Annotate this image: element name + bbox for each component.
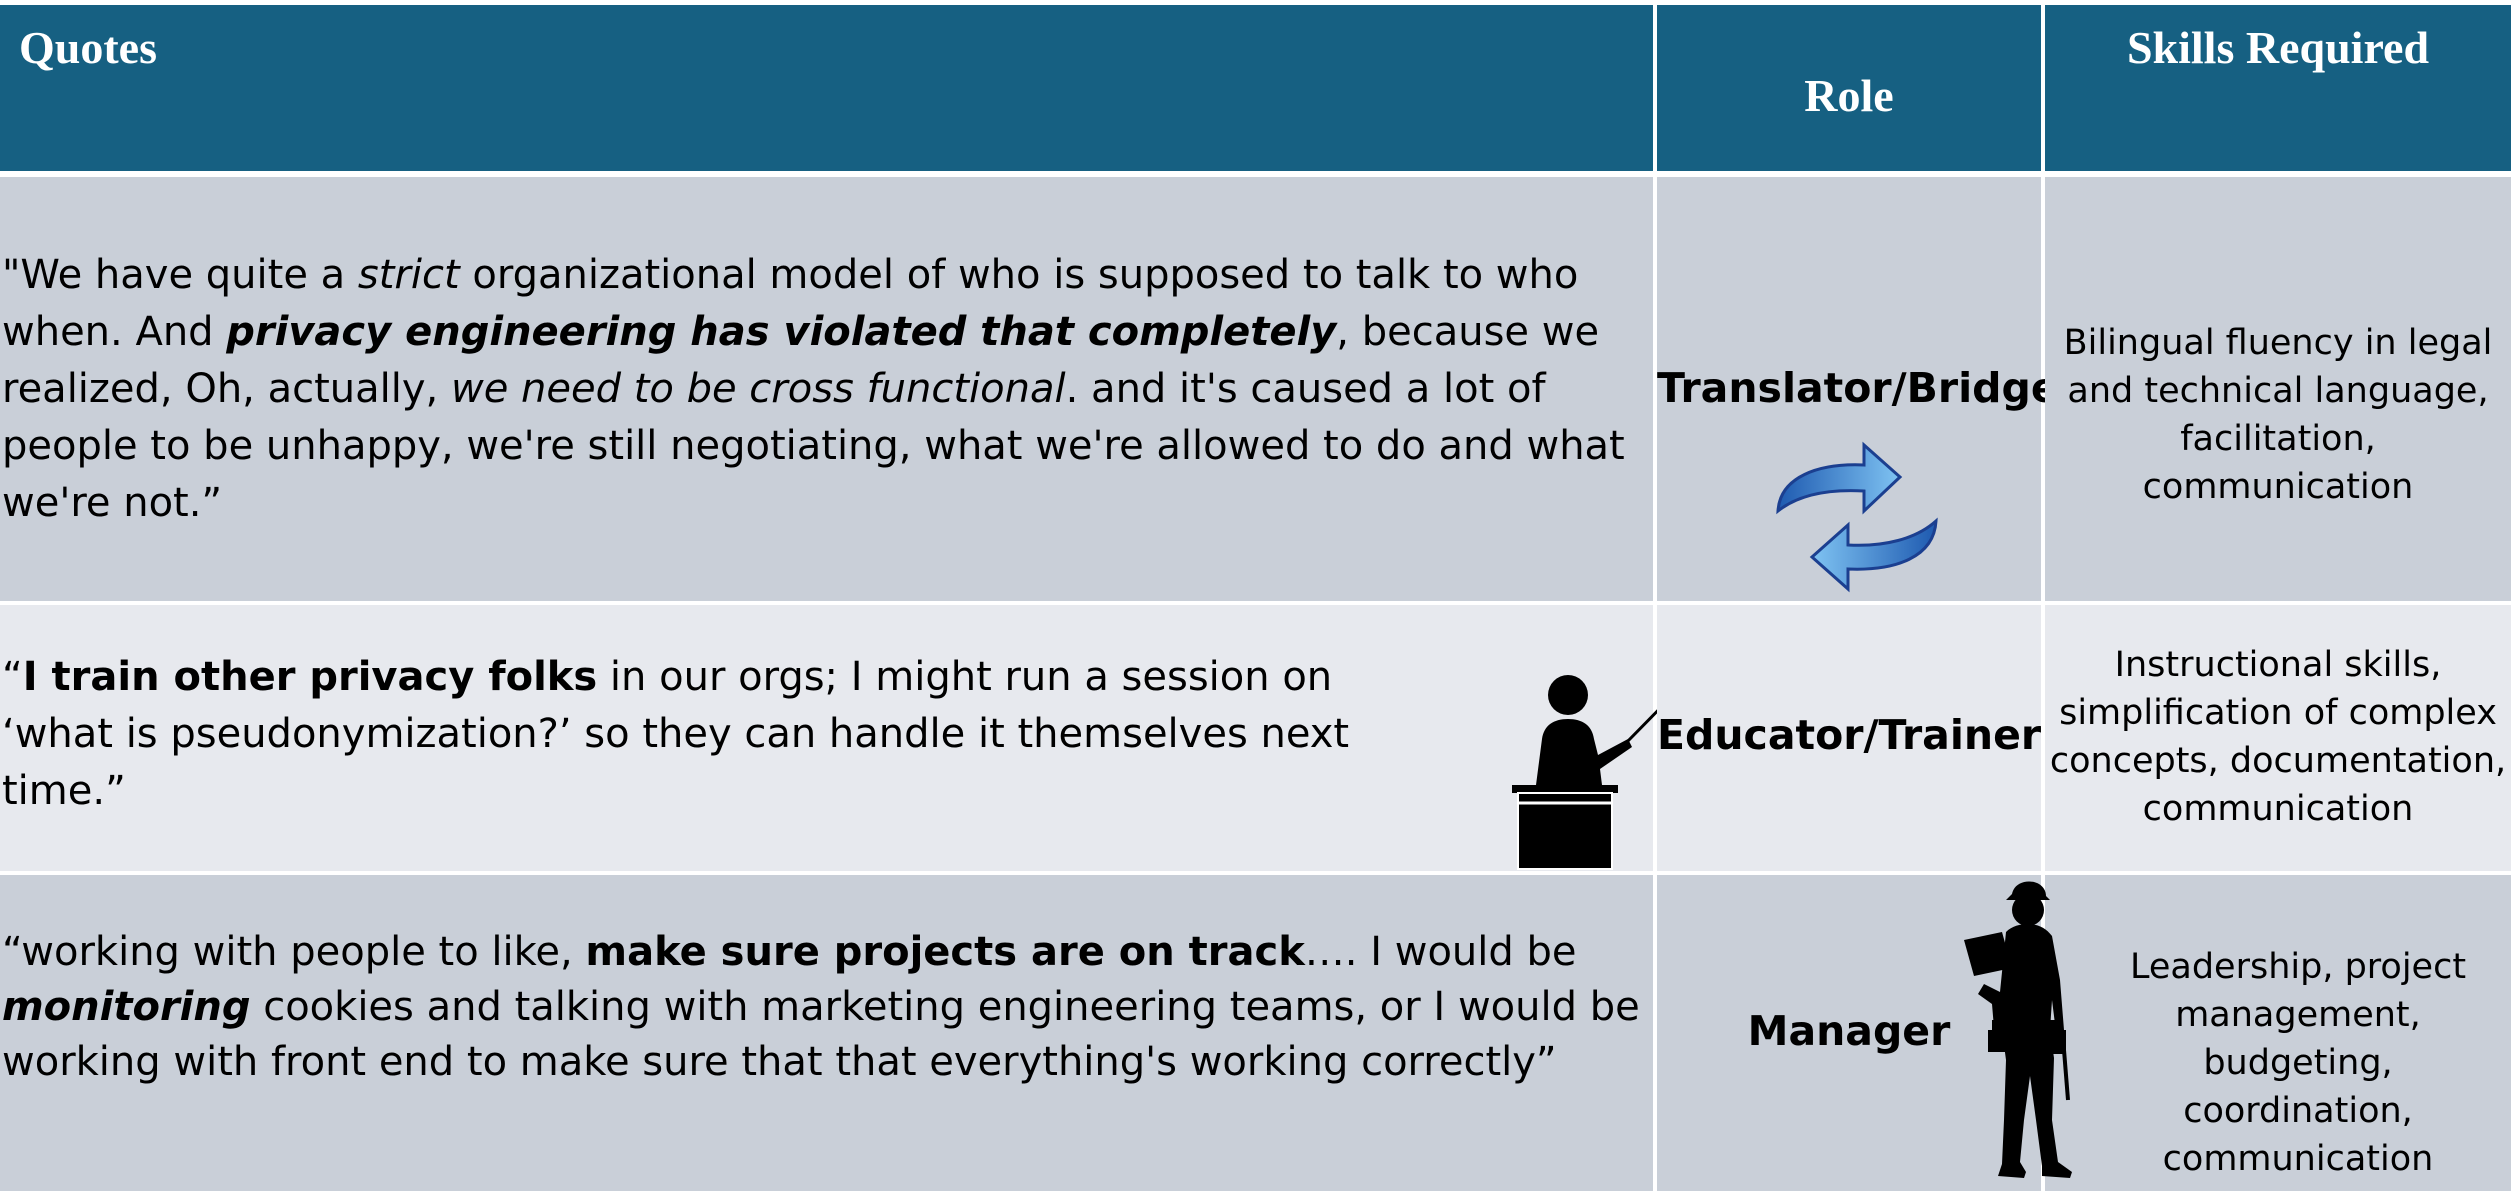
skills-educator: Instructional skills, simplification of … — [2049, 645, 2507, 829]
row-translator-quote-cell: "We have quite a strict organizational m… — [0, 177, 1653, 601]
row-educator-role-cell: Educator/Trainer — [1657, 605, 2041, 871]
row-manager-role-cell: Manager — [1657, 875, 2041, 1191]
quote-educator: “I train other privacy folks in our orgs… — [2, 654, 1350, 814]
role-translator-bridge: Translator/Bridge — [1657, 364, 2059, 412]
header-role-label: Role — [1804, 70, 1894, 121]
header-role-cell: Role — [1657, 5, 2041, 171]
skills-translator: Bilingual fluency in legal and technical… — [2063, 323, 2493, 507]
teacher-at-podium-icon — [1512, 675, 1677, 870]
row-educator-quote-cell: “I train other privacy folks in our orgs… — [0, 605, 1677, 871]
skills-manager: Leadership, project management, budgetin… — [2129, 947, 2467, 1179]
row-translator-skills-cell: Bilingual fluency in legal and technical… — [2045, 177, 2511, 601]
row-manager-quote-cell: “working with people to like, make sure … — [0, 875, 1653, 1191]
header-quotes-cell: Quotes — [0, 5, 1653, 171]
quote-translator: "We have quite a strict organizational m… — [2, 252, 1625, 526]
header-skills-cell: Skills Required — [2045, 5, 2511, 171]
quote-manager: “working with people to like, make sure … — [2, 929, 1640, 1085]
worker-with-clipboard-icon — [1964, 881, 2072, 1178]
header-quotes-label: Quotes — [19, 22, 157, 73]
row-translator-role-cell: Translator/Bridge — [1657, 177, 2059, 601]
role-educator-trainer: Educator/Trainer — [1657, 711, 2042, 759]
header-skills-label: Skills Required — [2126, 22, 2430, 73]
row-educator-skills-cell: Instructional skills, simplification of … — [2045, 605, 2511, 871]
row-manager-skills-cell: Leadership, project management, budgetin… — [2045, 875, 2511, 1191]
role-manager: Manager — [1747, 1007, 1951, 1055]
circular-arrows-icon — [1776, 441, 1938, 593]
